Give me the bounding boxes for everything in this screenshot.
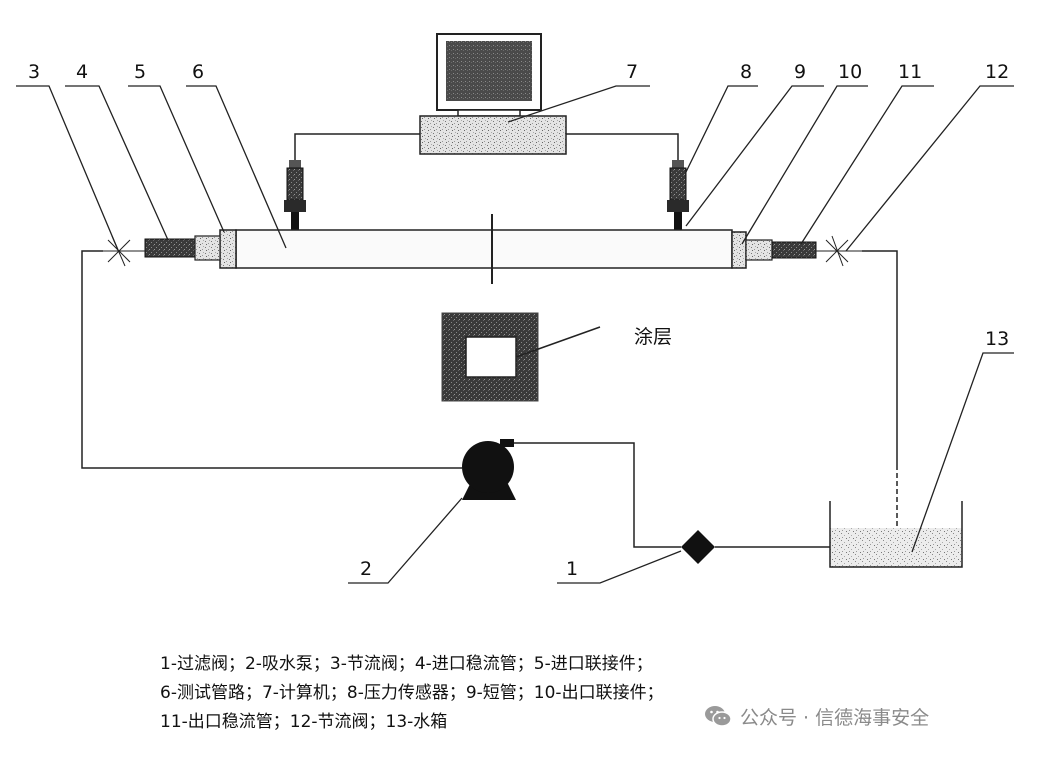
- label-4: 4: [76, 61, 88, 83]
- water-tank: [829, 501, 963, 568]
- label-1: 1: [566, 558, 578, 580]
- filter-valve: [681, 530, 715, 564]
- throttle-valve-outlet: [816, 235, 862, 267]
- experiment-diagram: 涂层 3 4 5 6 7 8 9 10 11 12 13 2 1: [16, 33, 1014, 584]
- computer: [419, 33, 567, 155]
- outlet-stabilizer-sleeve: [745, 239, 773, 261]
- label-7: 7: [626, 61, 638, 83]
- label-8: 8: [740, 61, 752, 83]
- computer-base: [419, 115, 567, 155]
- suction-pump: [462, 439, 516, 500]
- inlet-stabilizer-sleeve: [194, 235, 221, 261]
- computer-screen: [446, 41, 532, 101]
- label-11: 11: [898, 61, 922, 83]
- return-pipe-left: [81, 250, 462, 469]
- leader-lines: [16, 85, 1014, 584]
- legend-line-2: 6-测试管路；7-计算机；8-压力传感器；9-短管；10-出口联接件；: [160, 683, 664, 703]
- inlet-connector: [219, 229, 237, 269]
- throttle-valve-inlet: [103, 235, 145, 267]
- watermark: 公众号 · 信德海事安全: [704, 703, 929, 729]
- sensor-wire-right: [566, 133, 679, 160]
- pressure-sensor-left: [284, 160, 306, 230]
- label-10: 10: [838, 61, 862, 83]
- label-9: 9: [794, 61, 806, 83]
- computer-stand: [457, 109, 521, 117]
- coating-label: 涂层: [634, 326, 672, 348]
- legend-line-1: 1-过滤阀；2-吸水泵；3-节流阀；4-进口稳流管；5-进口联接件；: [160, 654, 653, 674]
- test-pipeline: [235, 229, 733, 269]
- sensor-wire-left: [294, 133, 420, 160]
- label-5: 5: [134, 61, 146, 83]
- pump-discharge-pipe: [514, 442, 681, 548]
- legend: 1-过滤阀；2-吸水泵；3-节流阀；4-进口稳流管；5-进口联接件； 6-测试管…: [160, 650, 860, 737]
- label-3: 3: [28, 61, 40, 83]
- pressure-sensor-right: [667, 160, 689, 230]
- watermark-text: 公众号 · 信德海事安全: [740, 706, 930, 729]
- label-2: 2: [360, 558, 372, 580]
- label-12: 12: [985, 61, 1009, 83]
- label-13: 13: [985, 328, 1009, 350]
- coating-leader-line: [515, 326, 601, 358]
- wechat-icon: [705, 706, 732, 727]
- outlet-connector: [731, 231, 747, 269]
- label-6: 6: [192, 61, 204, 83]
- legend-line-3: 11-出口稳流管；12-节流阀；13-水箱: [160, 712, 448, 732]
- tank-water: [830, 528, 962, 567]
- outlet-stabilizer-pipe: [771, 241, 817, 259]
- inlet-stabilizer-pipe: [144, 238, 196, 258]
- coating-cross-section: [441, 312, 539, 402]
- outlet-pipe-right: [862, 250, 898, 465]
